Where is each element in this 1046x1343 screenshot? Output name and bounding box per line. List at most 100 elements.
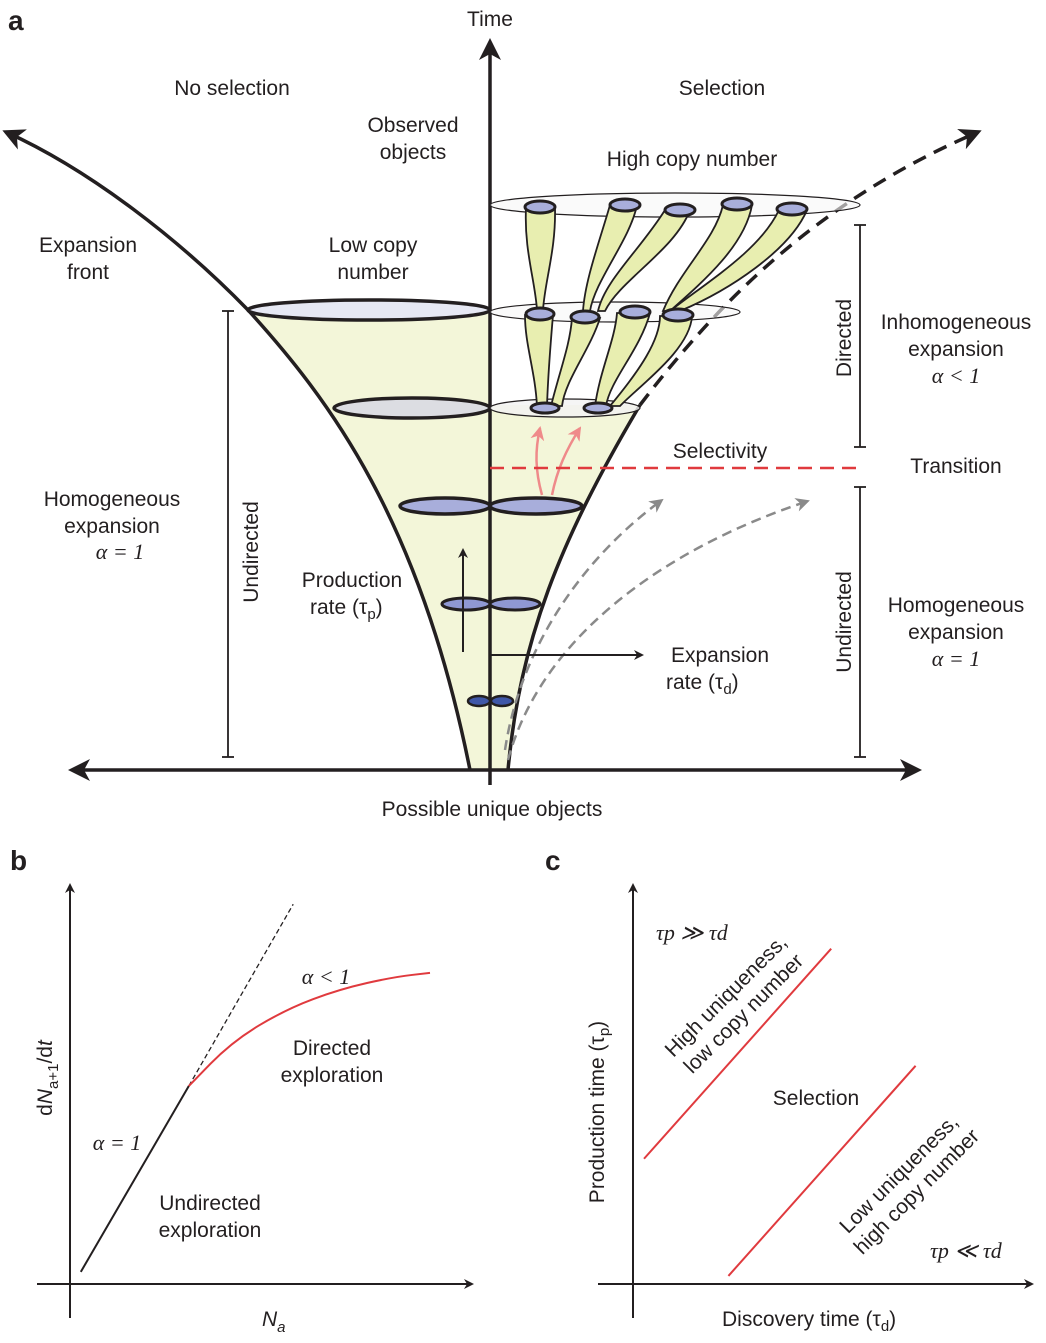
- c-ylabel-paren: ): [586, 1021, 609, 1028]
- disc-left-1: [246, 298, 492, 322]
- production-rate-text: rate (τ: [310, 596, 368, 619]
- tube-mouths-mid: [524, 304, 695, 325]
- tube: [524, 314, 554, 407]
- tube-mouth: [529, 401, 561, 415]
- c-bottom-right-relation: τp ≪ τd: [930, 1238, 1003, 1263]
- b-ylabel: dNa+1/dt: [34, 1039, 62, 1116]
- c-xlabel-paren: ): [889, 1308, 896, 1331]
- c-series-1-line: [727, 1065, 917, 1277]
- b-ylabel-sub: a+1: [45, 1064, 62, 1089]
- c-series-0-line: [643, 948, 832, 1160]
- right-undirected-label: Undirected: [833, 571, 856, 673]
- left-homogeneous-line2: expansion: [64, 515, 160, 538]
- right-homogeneous-line1: Homogeneous: [888, 594, 1025, 617]
- right-alpha-lt: α < 1: [932, 363, 980, 388]
- c-selection-label: Selection: [773, 1087, 859, 1110]
- tube-mouth: [523, 199, 557, 215]
- b-directed-line2: exploration: [281, 1064, 384, 1087]
- funnel-right-fill: [490, 405, 640, 770]
- disc-left-4: [440, 596, 492, 612]
- expansion-front-curve: [2, 129, 472, 771]
- expansion-rate-sub: d: [723, 681, 731, 698]
- selection-tubes: [524, 204, 809, 407]
- expansion-rate-line2: rate (τd): [666, 671, 739, 698]
- c-plot-area: [643, 948, 917, 1277]
- undirected-dashed-arrow: [506, 498, 810, 761]
- b-xlabel-main: N: [262, 1308, 278, 1331]
- disc-left-2: [332, 396, 492, 420]
- b-xlabel: Na: [262, 1308, 286, 1336]
- b-ylabel-d: d: [34, 1104, 57, 1116]
- expansion-front-line1: Expansion: [39, 234, 137, 257]
- selection-title: Selection: [679, 77, 765, 100]
- panel-a: a: [2, 5, 1032, 821]
- selectivity-arrow: [530, 426, 545, 496]
- observed-objects-line1: Observed: [367, 114, 458, 137]
- c-ylabel-text: Production time (τ: [586, 1035, 609, 1203]
- disc-right-4: [488, 596, 542, 612]
- tube-mouth: [775, 201, 809, 217]
- right-inhomogeneous-line1: Inhomogeneous: [881, 311, 1032, 334]
- b-undirected-line2: exploration: [159, 1219, 262, 1242]
- time-axis-label: Time: [467, 8, 513, 31]
- expansion-rate-paren: ): [732, 671, 739, 694]
- undirected-dashed-arrow: [503, 498, 664, 751]
- left-homogeneous-line1: Homogeneous: [44, 488, 181, 511]
- tube-mouth: [569, 309, 601, 325]
- b-undirected-line1: Undirected: [159, 1192, 261, 1215]
- right-inhomogeneous-line2: expansion: [908, 338, 1004, 361]
- bracket-right-directed: [854, 224, 866, 448]
- low-copy-number-line1: Low copy: [329, 234, 418, 257]
- production-rate-paren: ): [376, 596, 383, 619]
- funnel-right-edge: [506, 404, 642, 771]
- tube-mouths-low: [529, 401, 614, 415]
- panel-b: b dNa+1/dt Na α = 1 α < 1 Undirected exp…: [10, 845, 474, 1336]
- expansion-rate-line1: Expansion: [671, 644, 769, 667]
- c-xlabel-sub: d: [881, 1318, 889, 1335]
- production-rate-sub: p: [367, 606, 375, 623]
- funnel-left-fill: [248, 310, 490, 770]
- no-selection-title: No selection: [174, 77, 290, 100]
- b-plot-area: [79, 903, 431, 1273]
- production-rate-line2: rate (τp): [310, 596, 383, 623]
- selectivity-arrow: [550, 426, 582, 496]
- expansion-front-line2: front: [67, 261, 109, 284]
- c-ylabel-sub: p: [596, 1028, 613, 1036]
- tube-mouths-top: [523, 196, 809, 218]
- disc-right-5: [489, 694, 515, 708]
- selectivity-label: Selectivity: [673, 440, 768, 463]
- c-lower-region-label: Low uniqueness, high copy number: [835, 1110, 984, 1259]
- bracket-left-undirected: [222, 310, 234, 758]
- left-alpha-eq: α = 1: [96, 539, 144, 564]
- b-xlabel-sub: a: [277, 1319, 285, 1336]
- tube-mouth: [720, 196, 754, 212]
- selection-expansion-dashed: [638, 129, 982, 407]
- c-xlabel: Discovery time (τd): [722, 1308, 896, 1335]
- b-alpha-lt: α < 1: [302, 964, 350, 989]
- tube-mouth: [661, 307, 695, 323]
- b-directed-line1: Directed: [293, 1037, 371, 1060]
- left-undirected-label: Undirected: [240, 501, 263, 603]
- c-top-left-relation: τp ≫ τd: [656, 920, 729, 945]
- panel-c: c Production time (τp) Discovery time (τ…: [545, 845, 1034, 1335]
- disc-right-3: [488, 496, 584, 516]
- panel-c-label: c: [545, 845, 561, 876]
- right-directed-label: Directed: [833, 299, 856, 377]
- disc-left-3: [398, 496, 492, 516]
- b-ylabel-tail: /d: [34, 1046, 57, 1064]
- production-rate-line1: Production: [302, 569, 402, 592]
- b-series-0-line: [79, 1085, 190, 1273]
- b-ylabel-t: t: [34, 1039, 57, 1046]
- b-series-2-line: [188, 971, 431, 1087]
- tube-mouth: [618, 304, 652, 320]
- panel-b-label: b: [10, 845, 27, 876]
- panel-a-label: a: [8, 5, 24, 36]
- b-ylabel-n: N: [34, 1088, 57, 1104]
- low-copy-number-line2: number: [337, 261, 408, 284]
- tube: [524, 207, 556, 311]
- tube: [549, 317, 602, 407]
- expansion-rate-text: rate (τ: [666, 671, 724, 694]
- unique-objects-axis-label: Possible unique objects: [382, 798, 603, 821]
- observed-objects-line2: objects: [380, 141, 447, 164]
